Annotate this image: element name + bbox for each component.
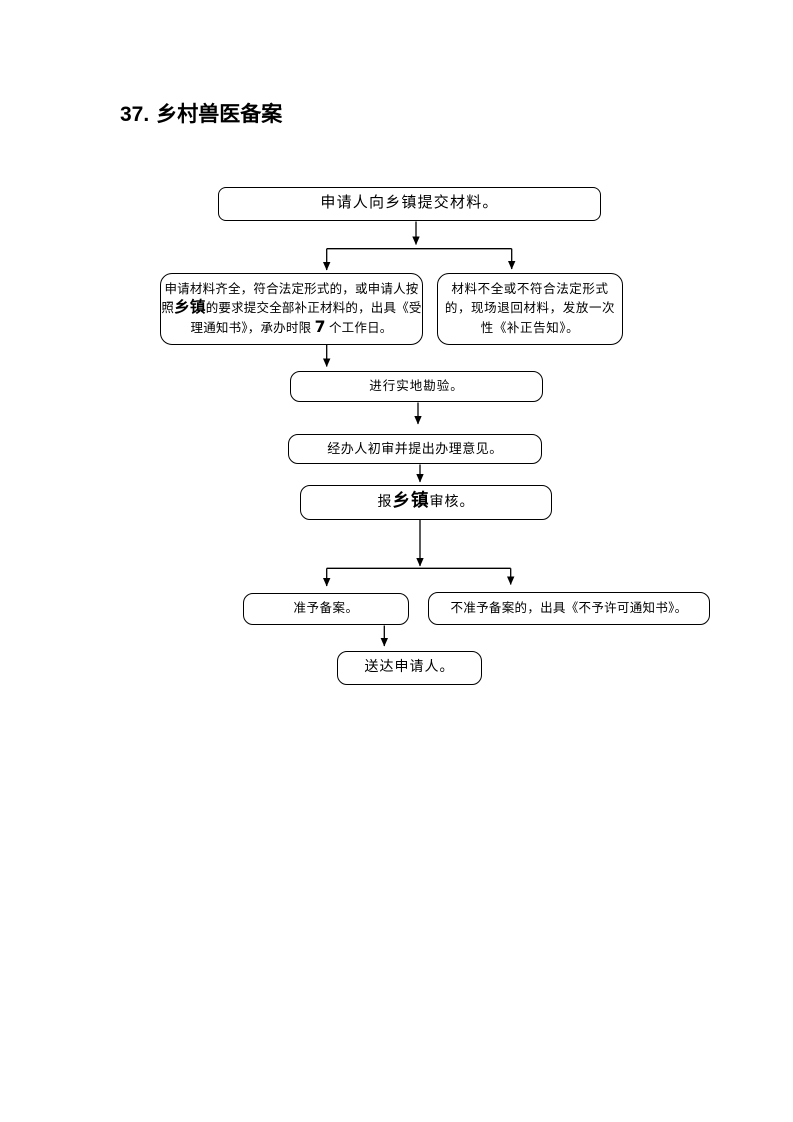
flow-node-submit-materials: 申请人向乡镇提交材料。 [218,187,601,221]
flow-node-label-line1: 材料不全或不符合法定形式 [451,281,609,296]
flow-node-label-line1: 申请材料齐全，符合法定形式的，或申请人按 [164,281,419,296]
label-segment: 理通知书》，承办时限 [190,320,315,335]
flow-node-site-survey: 进行实地勘验。 [290,371,543,402]
flow-node-township-review: 报乡镇审核。 [300,485,552,520]
flow-node-approve-record: 准予备案。 [243,593,409,625]
flow-node-label: 送达申请人。 [364,660,455,676]
label-segment: 审核。 [429,494,475,510]
label-segment: 个工作日。 [325,320,393,335]
flow-node-label: 进行实地勘验。 [369,378,464,393]
flow-node-label: 报乡镇审核。 [378,492,475,514]
title-number: 37. [120,103,150,126]
label-segment-emphasis: 7 [314,317,326,336]
flow-node-label: 申请人向乡镇提交材料。 [320,195,499,212]
flow-node-label-line3: 性《补正告知》。 [480,320,580,335]
label-segment: 报 [377,494,393,510]
title-text: 乡村兽医备案 [156,103,283,126]
flow-node-label: 准予备案。 [293,601,359,616]
flow-node-label: 不准予备案的，出具《不予许可通知书》。 [450,600,688,615]
flow-node-label: 经办人初审并提出办理意见。 [327,440,503,456]
flow-node-label-line3: 理通知书》，承办时限 7 个工作日。 [191,319,393,338]
label-segment: 照 [161,301,175,316]
flow-node-preliminary-review: 经办人初审并提出办理意见。 [288,434,542,464]
flow-node-return-materials: 材料不全或不符合法定形式 的，现场退回材料，发放一次 性《补正告知》。 [437,273,623,345]
page-title: 37. 乡村兽医备案 [120,102,282,127]
label-segment-emphasis: 乡镇 [392,490,430,511]
flow-node-deny-record: 不准予备案的，出具《不予许可通知书》。 [428,592,710,625]
label-segment: 的要求提交全部补正材料的，出具《受 [205,301,422,316]
flow-node-deliver-to-applicant: 送达申请人。 [337,651,482,685]
flow-node-label-line2: 的，现场退回材料，发放一次 [444,301,616,316]
flow-node-accept-application: 申请材料齐全，符合法定形式的，或申请人按 照乡镇的要求提交全部补正材料的，出具《… [160,273,423,345]
label-segment-emphasis: 乡镇 [174,298,206,317]
flow-node-label-line2: 照乡镇的要求提交全部补正材料的，出具《受 [161,299,421,318]
